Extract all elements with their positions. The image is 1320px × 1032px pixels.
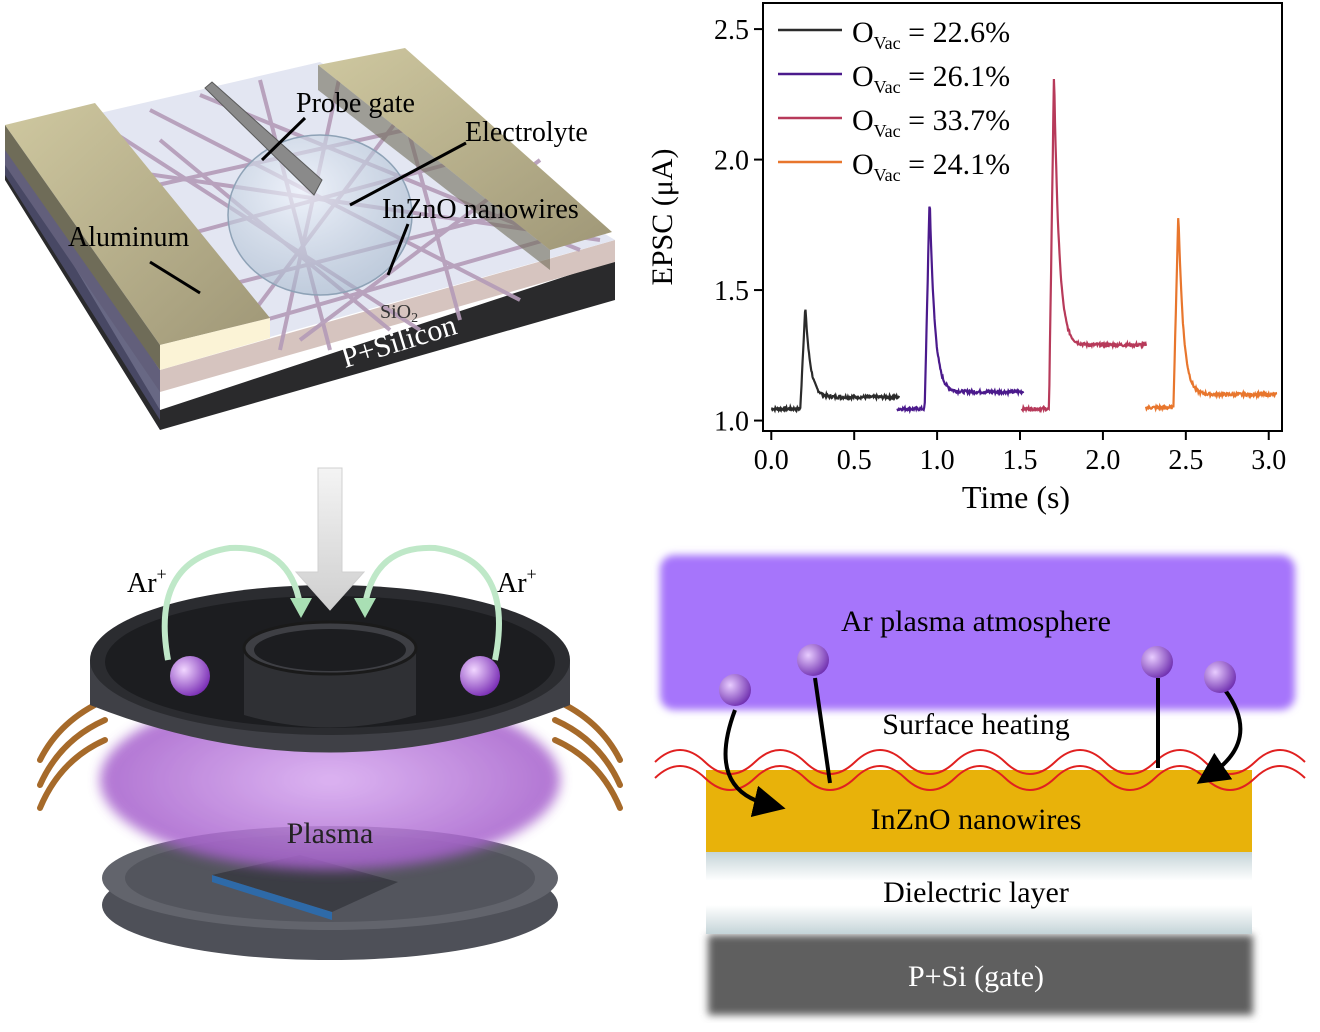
- legend-entry-1: OVac = 22.6%: [852, 16, 1010, 53]
- aluminum-left-top: [5, 103, 270, 345]
- ion-left: [170, 656, 210, 696]
- plasma-label: Plasma: [287, 817, 374, 850]
- heating-label: Surface heating: [882, 708, 1069, 741]
- x-tick-label: 0.5: [837, 445, 872, 476]
- aluminum-right-top: [318, 48, 612, 250]
- ion-sphere-1: [719, 674, 751, 706]
- electrolyte-droplet: [227, 134, 413, 296]
- aluminum-left-front: [160, 318, 270, 370]
- dielectric-layer: [706, 852, 1252, 934]
- nanowires-label: InZnO nanowires: [871, 803, 1082, 836]
- legend-entry-3: OVac = 33.7%: [852, 104, 1010, 141]
- ion-right: [460, 656, 500, 696]
- probe-gate-label: Probe gate: [296, 88, 415, 119]
- epsc-chart: 0.0 0.5 1.0 1.5 2.0 2.5 3.0 1.0 1.5 2.0 2.5 OVac …: [646, 2, 1286, 515]
- ion-sphere-2: [797, 644, 829, 676]
- gate-layer: [708, 935, 1253, 1015]
- legend-entry-4: OVac = 24.1%: [852, 148, 1010, 185]
- nanowires-label: InZnO nanowires: [382, 194, 579, 225]
- aluminum-left-side: [5, 125, 160, 370]
- arrow-head-left: [290, 598, 312, 618]
- series-line-3: [1020, 78, 1148, 414]
- plasma-chamber: Plasma Ar+ Ar+: [37, 467, 623, 960]
- x-axis-label: Time (s): [962, 479, 1070, 515]
- aluminum-right-side: [318, 65, 550, 270]
- inner-cylinder-hole: [254, 629, 406, 671]
- electrolyte-label: Electrolyte: [465, 117, 588, 148]
- sample-edge: [212, 875, 332, 920]
- ion-trajectories: [723, 677, 1243, 817]
- pointer-lines: [149, 116, 467, 295]
- series-line-1: [770, 309, 901, 414]
- x-tick-label: 2.5: [1168, 445, 1203, 476]
- nanowires-layer: [706, 770, 1252, 852]
- silicon-layer: [5, 150, 615, 430]
- ion-right-label: Ar+: [497, 564, 537, 599]
- y-tick-label: 2.5: [714, 15, 749, 46]
- ion-sphere-3: [1141, 646, 1173, 678]
- layer-stack: Ar plasma atmosphere P+Si (gate) Dielect…: [654, 555, 1306, 1015]
- plot-frame: [762, 2, 1283, 432]
- series-line-4: [1144, 218, 1278, 413]
- incident-arrow: [294, 467, 366, 611]
- sio2-label: SiO2: [380, 301, 418, 326]
- y-tick-label: 2.0: [714, 146, 749, 177]
- series-line-2: [896, 206, 1025, 415]
- ion-sphere-4: [1204, 661, 1236, 693]
- legend-entry-2: OVac = 26.1%: [852, 60, 1010, 97]
- x-tick-label: 3.0: [1251, 445, 1286, 476]
- atmosphere-label: Ar plasma atmosphere: [841, 605, 1111, 638]
- ion-left-label: Ar+: [127, 564, 167, 599]
- aluminum-label: Aluminum: [68, 222, 190, 253]
- x-tick-label: 1.5: [1003, 445, 1038, 476]
- x-tick-label: 2.0: [1085, 445, 1120, 476]
- y-tick-label: 1.5: [714, 276, 749, 307]
- probe-needle: [204, 81, 323, 196]
- sio2-layer: [5, 140, 615, 392]
- dielectric-label: Dielectric layer: [883, 876, 1069, 909]
- y-tick-label: 1.0: [714, 407, 749, 438]
- arrow-head-right: [354, 598, 376, 618]
- substrate-side: [5, 140, 160, 420]
- gate-label: P+Si (gate): [908, 960, 1044, 993]
- x-tick-label: 0.0: [754, 445, 789, 476]
- device-schematic: Probe gate Electrolyte InZnO nanowires A…: [5, 48, 615, 430]
- x-tick-label: 1.0: [920, 445, 955, 476]
- y-axis-label: EPSC (μA): [646, 149, 679, 286]
- ion-arrows: [161, 544, 502, 661]
